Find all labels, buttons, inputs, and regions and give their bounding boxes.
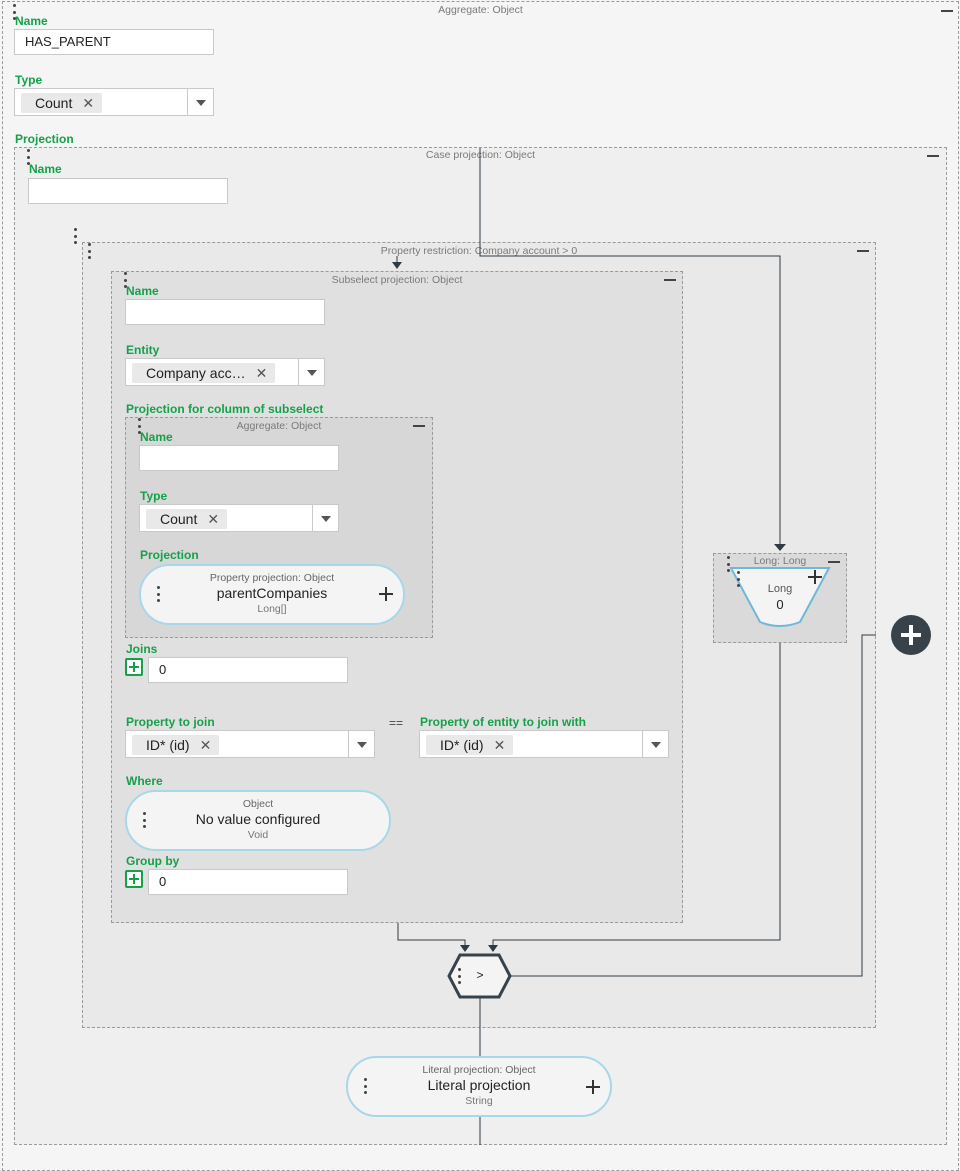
long-menu-icon[interactable] [725,556,731,572]
close-icon[interactable]: ✕ [82,95,95,111]
aggregate-type-chip: Count ✕ [21,93,103,113]
aggregate-title: Aggregate: Object [438,4,523,16]
select-divider [312,505,313,531]
inner-aggregate-type-select[interactable]: Count ✕ [139,504,339,532]
subselect-entity-select[interactable]: Company acc… ✕ [125,358,325,386]
aggregate-collapse-icon[interactable] [941,5,953,17]
inner-aggregate-menu-icon[interactable] [136,418,142,434]
property-projection-plus-icon[interactable] [379,587,393,601]
joins-count-input[interactable]: 0 [148,657,348,683]
entity-value: Company acc… [146,365,246,381]
property-restriction-menu-icon[interactable] [86,243,92,259]
aggregate-menu-icon[interactable] [11,4,17,20]
select-divider [298,359,299,385]
property-entity-join-label: Property of entity to join with [420,715,586,729]
inner-aggregate-type-label: Type [140,489,168,503]
property-entity-join-value: ID* (id) [440,737,484,753]
case-branch-menu-icon[interactable] [72,228,78,244]
long-panel-title: Long: Long [753,555,807,567]
group-by-count-input[interactable]: 0 [148,869,348,895]
dropdown-caret-icon[interactable] [307,370,317,376]
literal-projection-datatype: String [465,1095,493,1107]
dropdown-caret-icon[interactable] [196,100,206,106]
dropdown-caret-icon[interactable] [321,516,331,522]
aggregate-type-label: Type [15,73,43,87]
property-entity-join-chip: ID* (id) ✕ [426,735,514,755]
subselect-projection-label: Projection for column of subselect [126,402,324,416]
property-projection-name: parentCompanies [216,585,328,601]
property-projection-type: Property projection: Object [209,572,335,584]
close-icon[interactable]: ✕ [493,737,506,753]
entity-chip: Company acc… ✕ [132,363,276,383]
subselect-name-input[interactable] [125,299,325,325]
literal-projection-name: Literal projection [427,1077,531,1093]
case-projection-title: Case projection: Object [425,149,536,161]
property-projection-datatype: Long[] [257,603,287,615]
subselect-entity-label: Entity [126,343,160,357]
long-node-plus-icon[interactable] [808,570,822,584]
subselect-menu-icon[interactable] [122,272,128,288]
select-divider [187,89,188,115]
where-menu-icon[interactable] [141,812,147,828]
case-name-input[interactable] [28,178,228,204]
join-equals-operator: == [389,716,404,730]
select-divider [348,731,349,757]
select-divider [642,731,643,757]
case-projection-collapse-icon[interactable] [927,150,939,162]
subselect-projection-title: Subselect projection: Object [331,274,463,286]
add-case-button[interactable] [891,615,931,655]
inner-aggregate-name-label: Name [140,430,173,444]
long-node-shape[interactable] [728,566,832,630]
add-group-by-icon[interactable] [125,870,143,888]
where-node[interactable]: Object No value configured Void [125,790,391,851]
case-projection-menu-icon[interactable] [25,149,31,165]
inner-aggregate-projection-label: Projection [140,548,199,562]
add-join-icon[interactable] [125,658,143,676]
where-label: Where [126,774,163,788]
close-icon[interactable]: ✕ [199,737,212,753]
inner-aggregate-name-input[interactable] [139,445,339,471]
literal-projection-menu-icon[interactable] [362,1078,368,1094]
property-entity-join-select[interactable]: ID* (id) ✕ [419,730,669,758]
where-node-type: Object [242,798,274,810]
group-by-label: Group by [126,854,180,868]
literal-projection-node[interactable]: Literal projection: Object Literal proje… [346,1056,612,1117]
property-to-join-select[interactable]: ID* (id) ✕ [125,730,375,758]
aggregate-type-select[interactable]: Count ✕ [14,88,214,116]
dropdown-caret-icon[interactable] [357,742,367,748]
close-icon[interactable]: ✕ [207,511,220,527]
dropdown-caret-icon[interactable] [651,742,661,748]
property-to-join-chip: ID* (id) ✕ [132,735,220,755]
case-name-label: Name [29,162,62,176]
aggregate-projection-label: Projection [15,132,74,146]
property-to-join-label: Property to join [126,715,215,729]
inner-aggregate-title: Aggregate: Object [236,420,322,432]
aggregate-type-value: Count [35,95,73,111]
joins-label: Joins [126,642,158,656]
where-node-value: No value configured [195,811,321,827]
aggregate-name-input[interactable]: HAS_PARENT [14,29,214,55]
inner-type-value: Count [160,511,198,527]
inner-type-chip: Count ✕ [146,509,228,529]
property-restriction-collapse-icon[interactable] [857,245,869,257]
subselect-name-label: Name [126,284,159,298]
comparison-menu-icon[interactable] [456,968,462,984]
inner-aggregate-collapse-icon[interactable] [413,420,425,432]
where-node-datatype: Void [247,829,269,841]
long-node-type: Long [767,583,793,595]
comparison-operator[interactable]: > [476,968,484,982]
subselect-collapse-icon[interactable] [664,274,676,286]
literal-projection-plus-icon[interactable] [586,1080,600,1094]
aggregate-name-label: Name [15,14,48,28]
long-collapse-icon[interactable] [828,556,840,568]
long-node-value: 0 [776,597,784,612]
close-icon[interactable]: ✕ [255,365,268,381]
property-projection-menu-icon[interactable] [155,586,161,602]
property-projection-node[interactable]: Property projection: Object parentCompan… [139,564,405,625]
long-node-menu-icon[interactable] [735,571,741,587]
property-restriction-title: Property restriction: Company account > … [380,245,578,257]
literal-projection-type: Literal projection: Object [422,1064,536,1076]
property-to-join-value: ID* (id) [146,737,190,753]
